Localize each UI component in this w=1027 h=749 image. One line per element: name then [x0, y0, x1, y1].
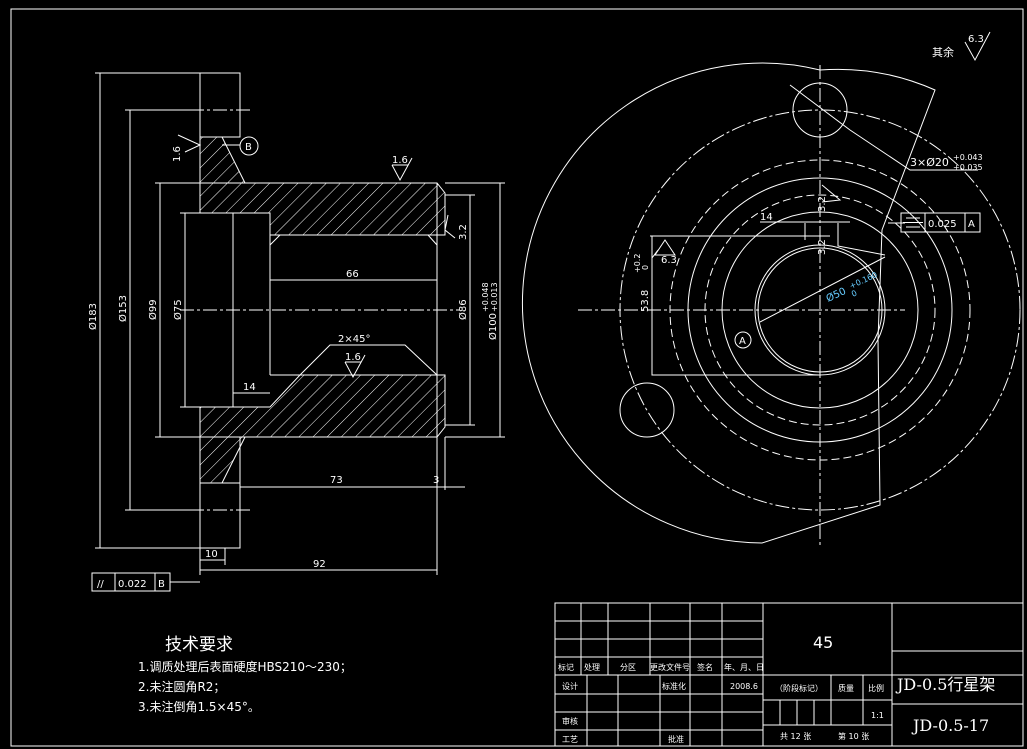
sheet-number: 第 10 张 — [838, 731, 869, 741]
roughness-icon — [177, 134, 202, 153]
datum-b: B — [245, 142, 252, 153]
tech-req-item: 3.未注倒角1.5×45°。 — [138, 699, 260, 714]
key-tol-lo: 0 — [641, 265, 650, 270]
roughness-icon — [444, 214, 456, 239]
roughness-icon — [651, 239, 676, 259]
sheet-count: 共 12 张 — [780, 732, 811, 741]
scale: 1:1 — [871, 711, 884, 720]
dim-d99: Ø99 — [147, 299, 159, 320]
parallelism-value: 0.022 — [118, 579, 147, 590]
outline — [521, 62, 936, 544]
roughness-icon — [344, 354, 366, 379]
dim-d75: Ø75 — [172, 299, 184, 320]
parallelism-icon: // — [97, 579, 104, 590]
upper-section-hatch — [199, 136, 446, 236]
dim-chamfer: 2×45° — [338, 334, 370, 345]
approve-label: 批准 — [668, 734, 684, 744]
key-width-dim: 14 — [760, 212, 773, 223]
datum-a-circle — [734, 331, 752, 349]
datum-a: A — [739, 336, 746, 347]
parallelism-datum: B — [158, 579, 165, 590]
dim-d100: Ø100 — [487, 313, 499, 340]
right-end-view: 3×Ø20 +0.043 +0.035 0.025 A 14 53.8 +0.2… — [521, 62, 1021, 545]
dim-73: 73 — [330, 475, 343, 486]
scale-label: 比例 — [868, 683, 884, 693]
symmetry-frame: 0.025 A — [900, 212, 981, 233]
date: 2008.6 — [730, 682, 758, 691]
key-height-dim: 53.8 — [640, 290, 651, 312]
dim-66: 66 — [346, 269, 359, 280]
roughness-note-label: 其余 — [932, 45, 954, 59]
roughness-icon — [391, 157, 413, 182]
dim-d86: Ø86 — [457, 299, 469, 320]
hole — [619, 382, 675, 438]
header: 处理 — [584, 662, 600, 672]
design-label: 设计 — [562, 681, 578, 691]
dim-d100-tol-up: +0.048 — [481, 282, 490, 312]
bore-dim: Ø50 — [824, 285, 848, 305]
part-code: JD-0.5-17 — [911, 716, 989, 735]
roughness-2: 1.6 — [345, 352, 361, 363]
part-name: JD-0.5行星架 — [895, 675, 995, 694]
dim-d183: Ø183 — [87, 303, 99, 330]
tech-req-item: 2.未注圆角R2； — [138, 679, 225, 694]
left-section-view: Ø183 Ø153 Ø99 Ø75 Ø86 Ø100 +0.048 +0.013… — [87, 72, 505, 592]
holes-tol-lo: +0.035 — [953, 163, 983, 172]
header: 签名 — [697, 662, 713, 672]
lower-section-hatch — [199, 374, 446, 484]
holes-tol-up: +0.043 — [953, 153, 983, 162]
header: 更改文件号 — [650, 662, 690, 672]
header: 年、月、日 — [724, 662, 764, 672]
stage-label: （阶段标记） — [775, 683, 823, 693]
dim-92: 92 — [313, 559, 326, 570]
roughness-note-value: 6.3 — [968, 34, 984, 45]
dim-3: 3 — [433, 475, 439, 486]
symmetry-icon — [903, 217, 923, 228]
standard-label: 标准化 — [662, 681, 686, 691]
dim-14: 14 — [243, 382, 256, 393]
drawing-border — [10, 8, 1024, 747]
tech-req-item: 1.调质处理后表面硬度HBS210～230； — [138, 659, 352, 674]
symmetry-datum: A — [968, 219, 975, 230]
roughness-32b: 3.2 — [817, 239, 828, 255]
dim-d153: Ø153 — [117, 295, 129, 322]
roughness-1: 1.6 — [392, 155, 408, 166]
bore-tol-lo: 0 — [850, 289, 858, 299]
roughness-32a: 3.2 — [817, 196, 828, 212]
roughness-3: 1.6 — [172, 146, 183, 162]
flange-bottom — [199, 482, 241, 549]
tech-req-title: 技术要求 — [165, 635, 233, 655]
header: 标记 — [558, 662, 574, 672]
roughness-note: 其余 6.3 — [932, 31, 991, 62]
review-label: 审核 — [562, 716, 578, 726]
process-label: 工艺 — [562, 735, 578, 744]
holes-dim: 3×Ø20 — [910, 156, 949, 169]
material: 45 — [813, 633, 833, 652]
roughness-symbol-icon — [964, 31, 991, 62]
title-block: 45 JD-0.5行星架 JD-0.5-17 标记 处理 分区 更改文件号 签名… — [554, 602, 1024, 747]
header: 分区 — [620, 663, 636, 672]
dim-10: 10 — [205, 549, 218, 560]
datum-b-circle — [239, 136, 259, 156]
roughness-icon — [821, 184, 842, 203]
parallelism-frame: // 0.022 B — [91, 572, 200, 592]
symmetry-value: 0.025 — [928, 219, 957, 230]
roughness-4: 3.2 — [458, 224, 469, 240]
roughness-63: 6.3 — [661, 255, 677, 266]
technical-requirements: 技术要求 1.调质处理后表面硬度HBS210～230； 2.未注圆角R2； 3.… — [138, 635, 352, 714]
dim-d100-tol-lo: +0.013 — [490, 282, 499, 312]
key-tol-up: +0.2 — [633, 254, 642, 273]
mass-label: 质量 — [838, 683, 854, 693]
flange-top — [199, 72, 241, 138]
